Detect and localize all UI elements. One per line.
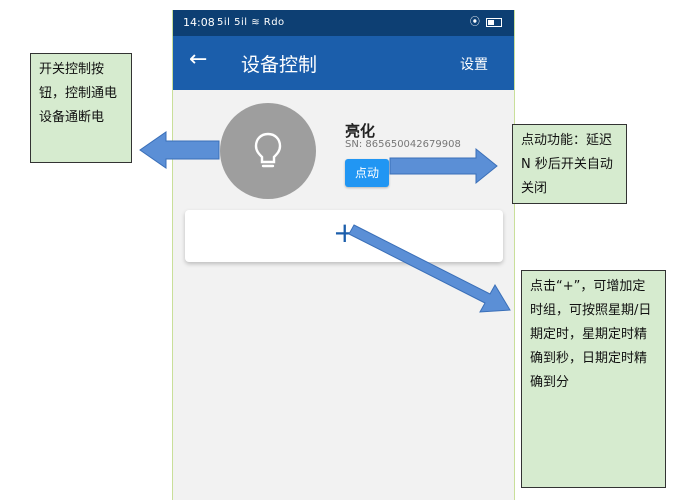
status-bar: 14:08 5il 5il ≋ Rdo ⦿ (173, 10, 514, 36)
device-name: 亮化 (345, 122, 376, 140)
annotation-power-toggle: 开关控制按钮，控制通电设备通断电 (30, 53, 132, 163)
phone-screen: 14:08 5il 5il ≋ Rdo ⦿ ← 设备控制 设置 亮化 SN: 8… (172, 10, 515, 500)
arrow-to-bottom-note (348, 224, 511, 313)
pulse-button[interactable]: 点动 (345, 159, 389, 187)
arrow-to-left-note (139, 131, 220, 169)
device-serial: SN: 865650042679908 (345, 139, 461, 150)
signal-indicators: 5il 5il ≋ Rdo (217, 17, 285, 28)
battery-icon (486, 17, 502, 27)
arrow-to-right-note (389, 147, 498, 185)
status-time: 14:08 (183, 16, 215, 29)
settings-button[interactable]: 设置 (460, 57, 488, 73)
lightbulb-icon (254, 132, 282, 168)
app-bar: ← 设备控制 设置 (173, 36, 514, 90)
power-toggle-button[interactable] (220, 103, 316, 199)
status-right: ⦿ (470, 10, 502, 36)
annotation-add-timer: 点击“+”，可增加定时组，可按照星期/日期定时，星期定时精确到秒，日期定时精确到… (521, 270, 666, 488)
add-timer-card[interactable]: + (185, 210, 503, 262)
plus-icon[interactable]: + (333, 216, 357, 249)
location-icon: ⦿ (469, 17, 480, 28)
annotation-pulse: 点动功能：延迟 N 秒后开关自动关闭 (512, 124, 627, 204)
arrow-left-icon[interactable]: ← (189, 47, 208, 72)
page-title: 设备控制 (241, 54, 318, 76)
